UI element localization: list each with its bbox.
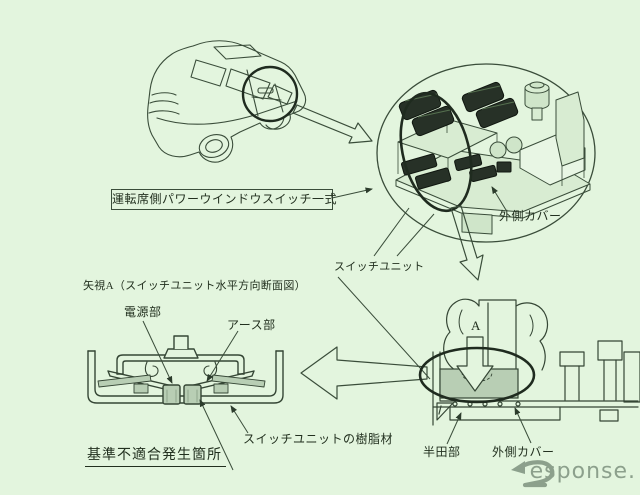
car-line-drawing (147, 40, 307, 163)
response-logo-text: esponse. (529, 459, 636, 484)
side-section-drawing (432, 298, 640, 426)
section-link-left-arrow-icon (300, 346, 428, 400)
solder-section-label: 半田部 (423, 445, 461, 459)
switch-unit-leader-lines (337, 207, 435, 380)
car-sunroof (213, 44, 262, 60)
car-to-assembly-arrow-icon (292, 104, 373, 144)
connector-blocks (400, 153, 512, 190)
ground-terminal (183, 384, 202, 405)
section-view-title: 矢視A（スイッチユニット水平方向断面図） (83, 280, 306, 292)
section-view-a-drawing (87, 335, 284, 405)
outer-cover-bottom-label: 外側カバー (492, 445, 555, 459)
rocker-switch-blocks (398, 81, 519, 137)
door-area-highlight-circle (241, 65, 299, 123)
switch-assembly-cad-drawing (395, 81, 591, 235)
switch-unit-highlight-ellipse (399, 91, 473, 213)
nonconformity-location-label: 基準不適合発生箇所 (85, 448, 226, 468)
view-a-direction-arrow-icon (456, 336, 494, 392)
assembly-to-section-arrow-icon (450, 205, 484, 281)
door-switch-detail (257, 87, 274, 94)
switch-unit-label: スイッチユニット (334, 261, 425, 273)
assembly-box-label: 運転席側パワーウインドウスイッチ一式 (111, 189, 337, 210)
power-terminal (162, 384, 181, 405)
assembly-magnify-ellipse (376, 63, 596, 243)
assembly-box-leader (331, 187, 373, 199)
car-rear-wheel (198, 134, 230, 158)
view-marker-a: A (471, 318, 481, 333)
power-section-label: 電源部 (124, 305, 162, 319)
outer-cover-top-leader (491, 186, 507, 211)
outer-cover-top-label: 外側カバー (499, 209, 562, 223)
car-front-wheel (265, 112, 291, 130)
switch-unit-resin-label: スイッチユニットの樹脂材 (243, 432, 394, 446)
response-logo: esponse. (530, 461, 636, 483)
side-section-leaders (446, 407, 532, 445)
defect-area-highlight-ellipse (418, 346, 536, 404)
ground-section-label: アース部 (227, 318, 276, 332)
section-a-leaders (142, 320, 249, 471)
response-logo-icon (511, 460, 555, 488)
assembly-knob-cylinder (524, 81, 550, 121)
